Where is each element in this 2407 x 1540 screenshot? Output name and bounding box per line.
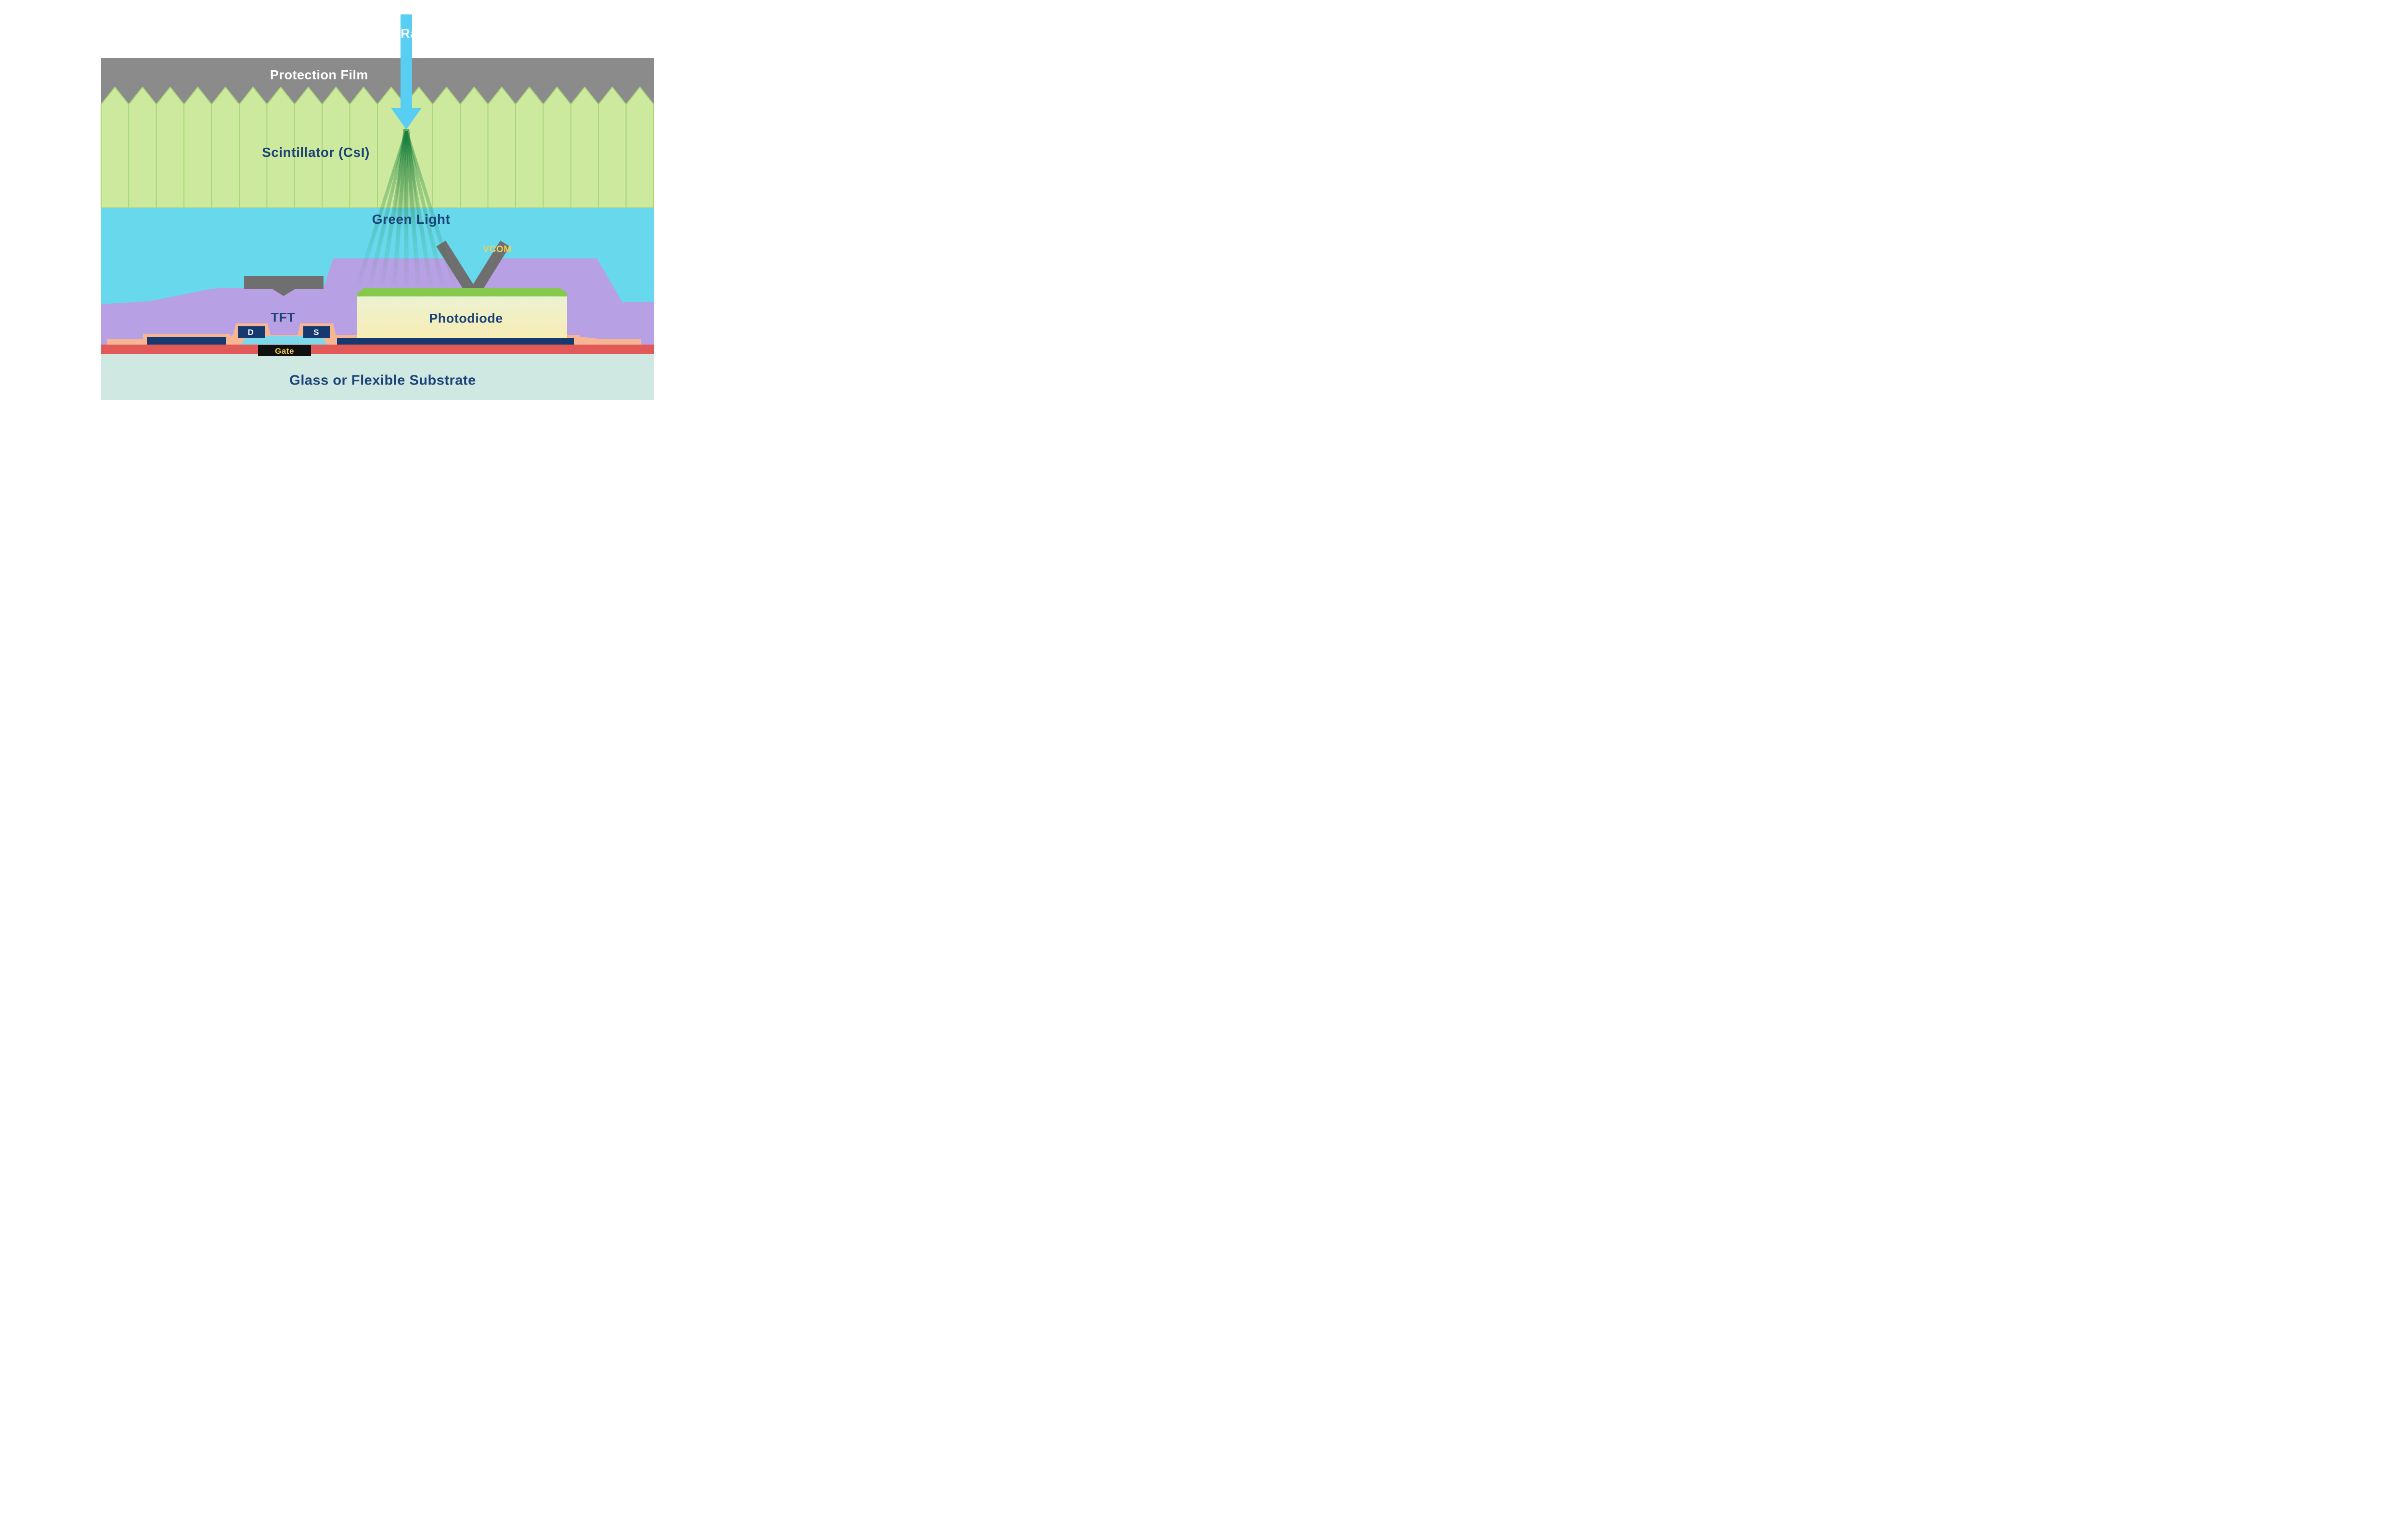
green-light-ray (379, 131, 408, 291)
gray-electrode-left (244, 276, 324, 296)
green-light-ray (366, 131, 408, 291)
photodiode-top-electrode (357, 288, 567, 296)
green-light-ray (405, 131, 446, 291)
green-light-rays (354, 129, 459, 291)
scintillator-column (570, 87, 599, 208)
scintillator-column (625, 87, 654, 208)
tft-source (303, 326, 330, 338)
green-light-ray (405, 131, 421, 291)
green-light-ray (405, 131, 434, 291)
scintillator-column (460, 87, 489, 208)
salmon-insulator-right-slope (571, 336, 641, 345)
scintillator-column (543, 87, 571, 208)
green-light-ray (391, 131, 408, 291)
gate-label: Gate (275, 346, 294, 356)
xray-label: X-Ray (387, 26, 426, 41)
metal-line-left (147, 337, 226, 345)
protection-film-layer (101, 58, 654, 104)
scintillator-layer (101, 87, 654, 208)
scintillator-column (128, 87, 157, 208)
substrate-label: Glass or Flexible Substrate (289, 372, 476, 388)
substrate-layer (101, 354, 654, 400)
tft-label: TFT (271, 310, 296, 325)
green-light-label: Green Light (372, 212, 451, 227)
green-light-ray (405, 131, 459, 291)
scintillator-column (101, 87, 129, 208)
green-light-ray (404, 131, 409, 291)
tft-channel (241, 336, 327, 345)
protection-film-label: Protection Film (270, 67, 369, 82)
photodiode-label: Photodiode (429, 311, 503, 326)
green-light-ray (354, 131, 408, 291)
xray-detector-diagram: X-Ray Protection Film Scintillator (CsI)… (0, 0, 755, 424)
scintillator-label: Scintillator (CsI) (262, 145, 370, 160)
metal-line-right (337, 338, 574, 345)
source-label: S (313, 328, 319, 337)
scintillator-column (183, 87, 212, 208)
tft-drain (238, 326, 265, 338)
vcom-label: VCOM (483, 244, 512, 255)
photodiode-body (357, 295, 567, 338)
gate-electrode (258, 345, 311, 356)
xray-arrow (391, 14, 422, 129)
scintillator-column (432, 87, 461, 208)
red-layer (101, 345, 654, 354)
scintillator-column (598, 87, 627, 208)
diagram-canvas (101, 14, 654, 400)
drain-label: D (247, 328, 254, 337)
scintillator-column (211, 87, 240, 208)
scintillator-column (155, 87, 185, 208)
scintillator-column (487, 87, 516, 208)
scintillator-column (515, 87, 544, 208)
